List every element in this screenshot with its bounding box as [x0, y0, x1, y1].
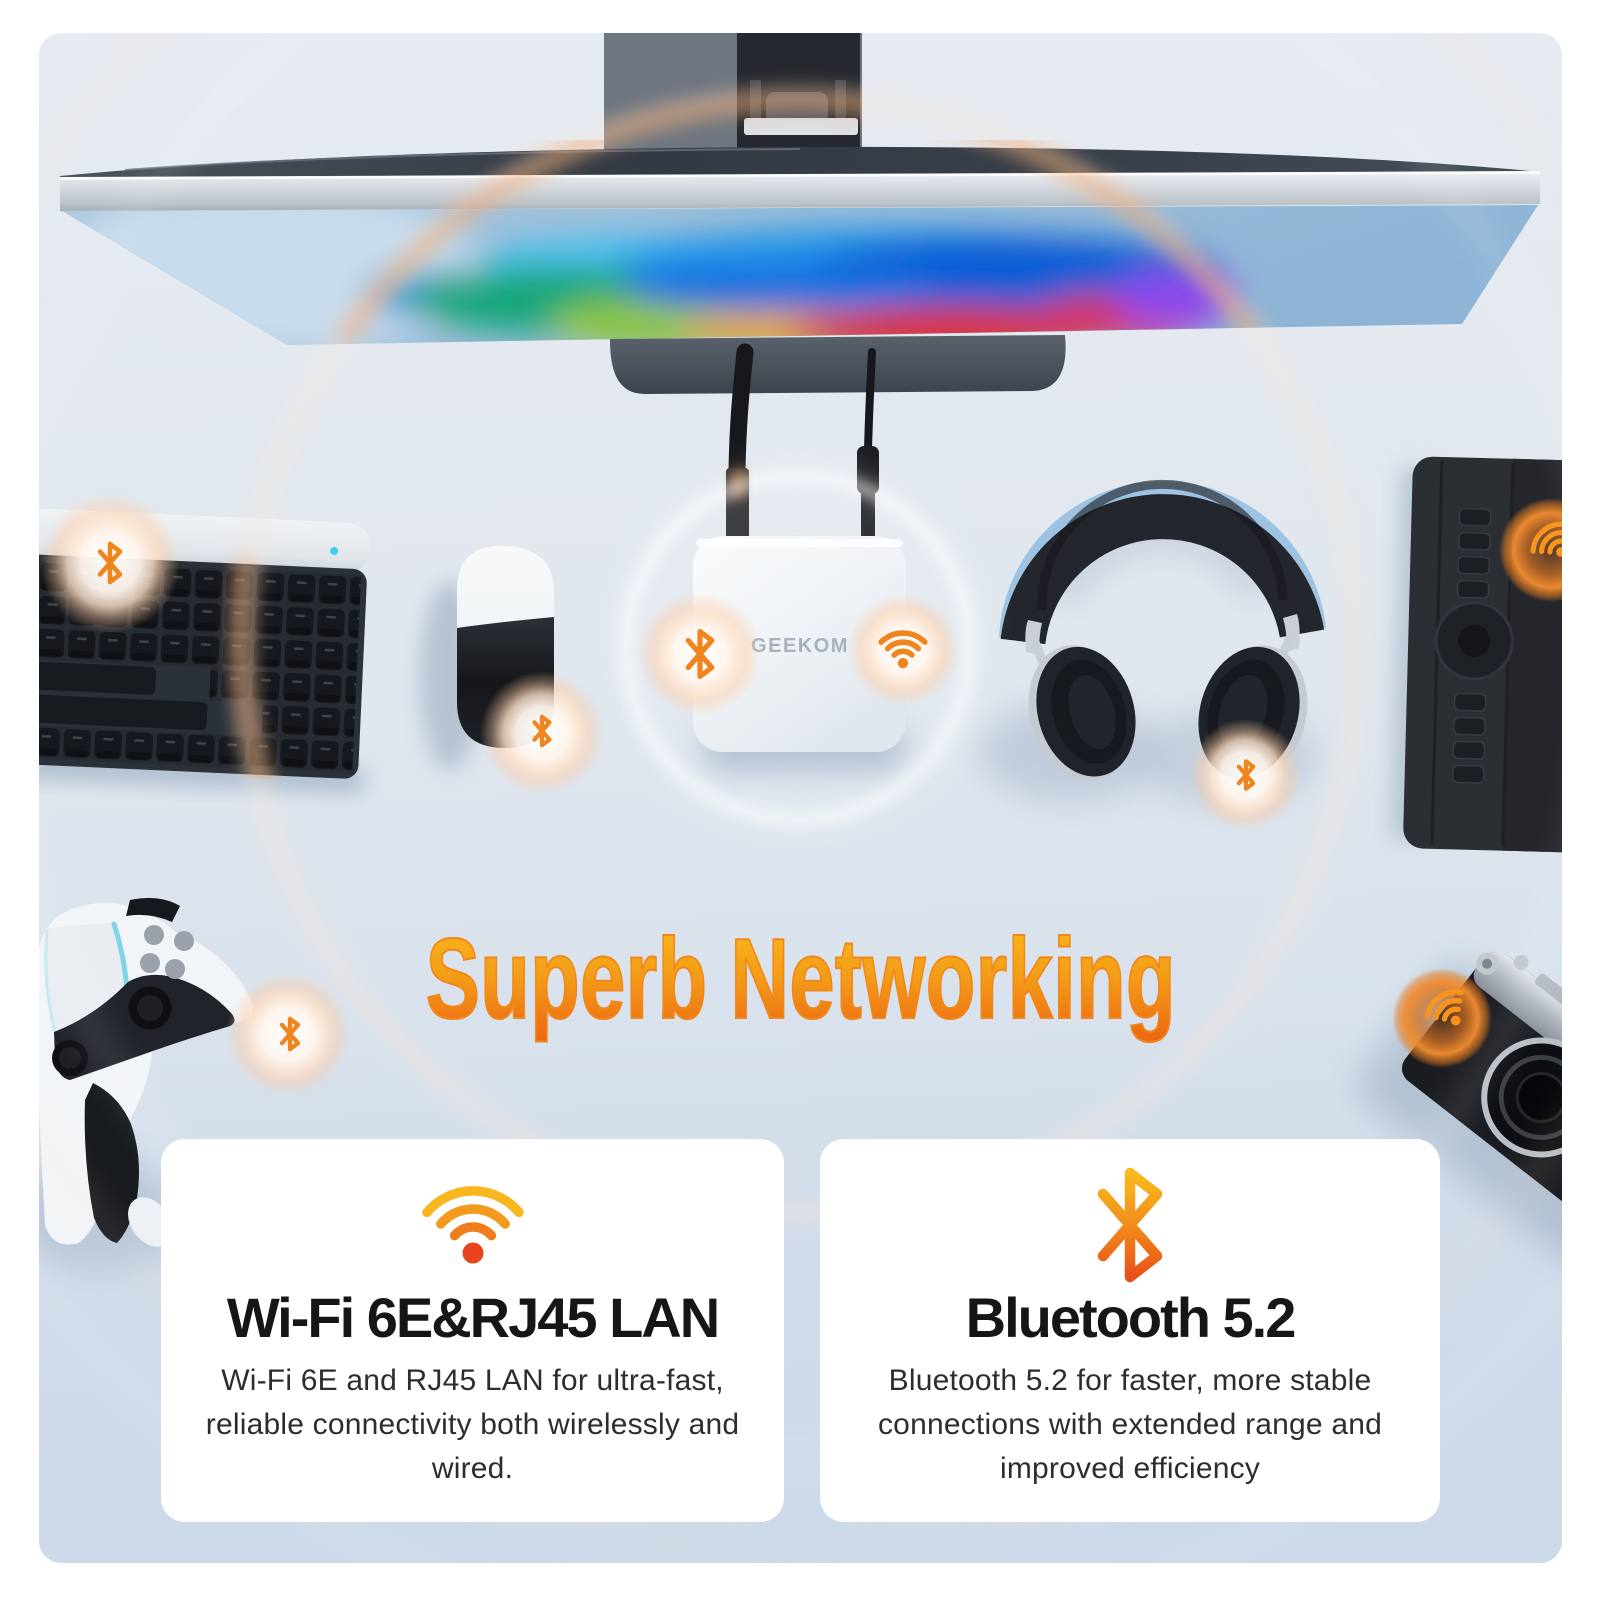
- svg-text:GEEKOM: GEEKOM: [751, 635, 849, 657]
